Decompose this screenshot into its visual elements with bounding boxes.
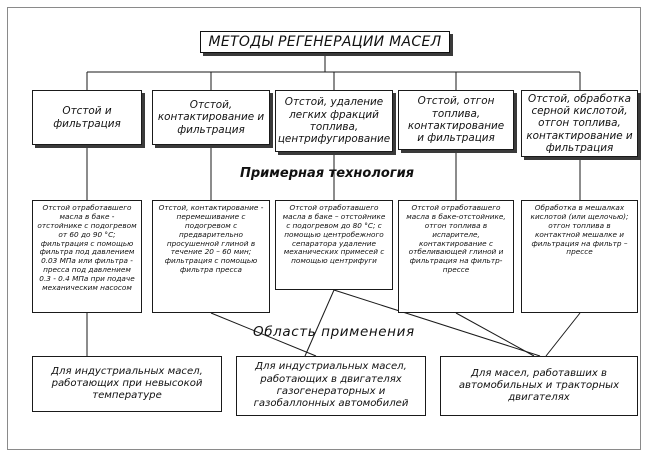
method-box-4: Отстой, отгон топлива, контактирование и… (398, 90, 514, 150)
application-text: Для индустриальных масел, работающих при… (51, 365, 203, 402)
method-text: Отстой, контактирование и фильтрация (157, 99, 265, 136)
application-box-3: Для масел, работавших в автомобильных и … (440, 356, 638, 416)
technology-box-4: Отстой отработавшего масла в баке-отстой… (398, 200, 514, 313)
scope-heading: Область применения (253, 324, 415, 340)
method-box-5: Отстой, обработка серной кислотой, отгон… (521, 90, 638, 157)
technology-box-2: Отстой, контактирование - перемешивание … (152, 200, 270, 313)
application-text: Для индустриальных масел, работающих в д… (253, 361, 409, 410)
outer-frame (7, 7, 641, 450)
tech-app-line-4 (333, 289, 541, 357)
method-text: Отстой, удаление легких фракций топлива,… (277, 96, 391, 146)
technology-text: Отстой отработавшего масла в баке - отст… (37, 203, 137, 293)
method-text: Отстой, обработка серной кислотой, отгон… (526, 92, 633, 154)
technology-text: Отстой отработавшего масла в баке – отст… (282, 203, 386, 266)
method-box-2: Отстой, контактирование и фильтрация (152, 90, 270, 145)
technology-text: Отстой отработавшего масла в баке-отстой… (406, 203, 506, 275)
diagram-title: МЕТОДЫ РЕГЕНЕРАЦИИ МАСЕЛ (200, 31, 450, 53)
application-box-2: Для индустриальных масел, работающих в д… (236, 356, 426, 416)
application-text: Для масел, работавших в автомобильных и … (458, 367, 620, 404)
method-box-1: Отстой и фильтрация (32, 90, 142, 145)
technology-box-1: Отстой отработавшего масла в баке - отст… (32, 200, 142, 313)
tech-app-line-3 (304, 289, 335, 357)
method-text: Отстой, отгон топлива, контактирование и… (407, 95, 505, 145)
diagram-title-text: МЕТОДЫ РЕГЕНЕРАЦИИ МАСЕЛ (208, 34, 442, 50)
tech-app-line-2 (210, 312, 317, 357)
technology-box-5: Обработка в мешалках кислотой (или щелоч… (521, 200, 638, 313)
method-text: Отстой и фильтрация (53, 105, 121, 130)
technology-heading: Примерная технология (240, 166, 415, 181)
technology-text: Обработка в мешалках кислотой (или щелоч… (530, 203, 629, 257)
technology-text: Отстой, контактирование - перемешивание … (158, 203, 264, 275)
tech-app-line-6 (545, 312, 581, 357)
technology-box-3: Отстой отработавшего масла в баке – отст… (275, 200, 393, 290)
tech-app-line-5 (455, 312, 535, 357)
application-box-1: Для индустриальных масел, работающих при… (32, 356, 222, 412)
method-box-3: Отстой, удаление легких фракций топлива,… (275, 90, 393, 152)
